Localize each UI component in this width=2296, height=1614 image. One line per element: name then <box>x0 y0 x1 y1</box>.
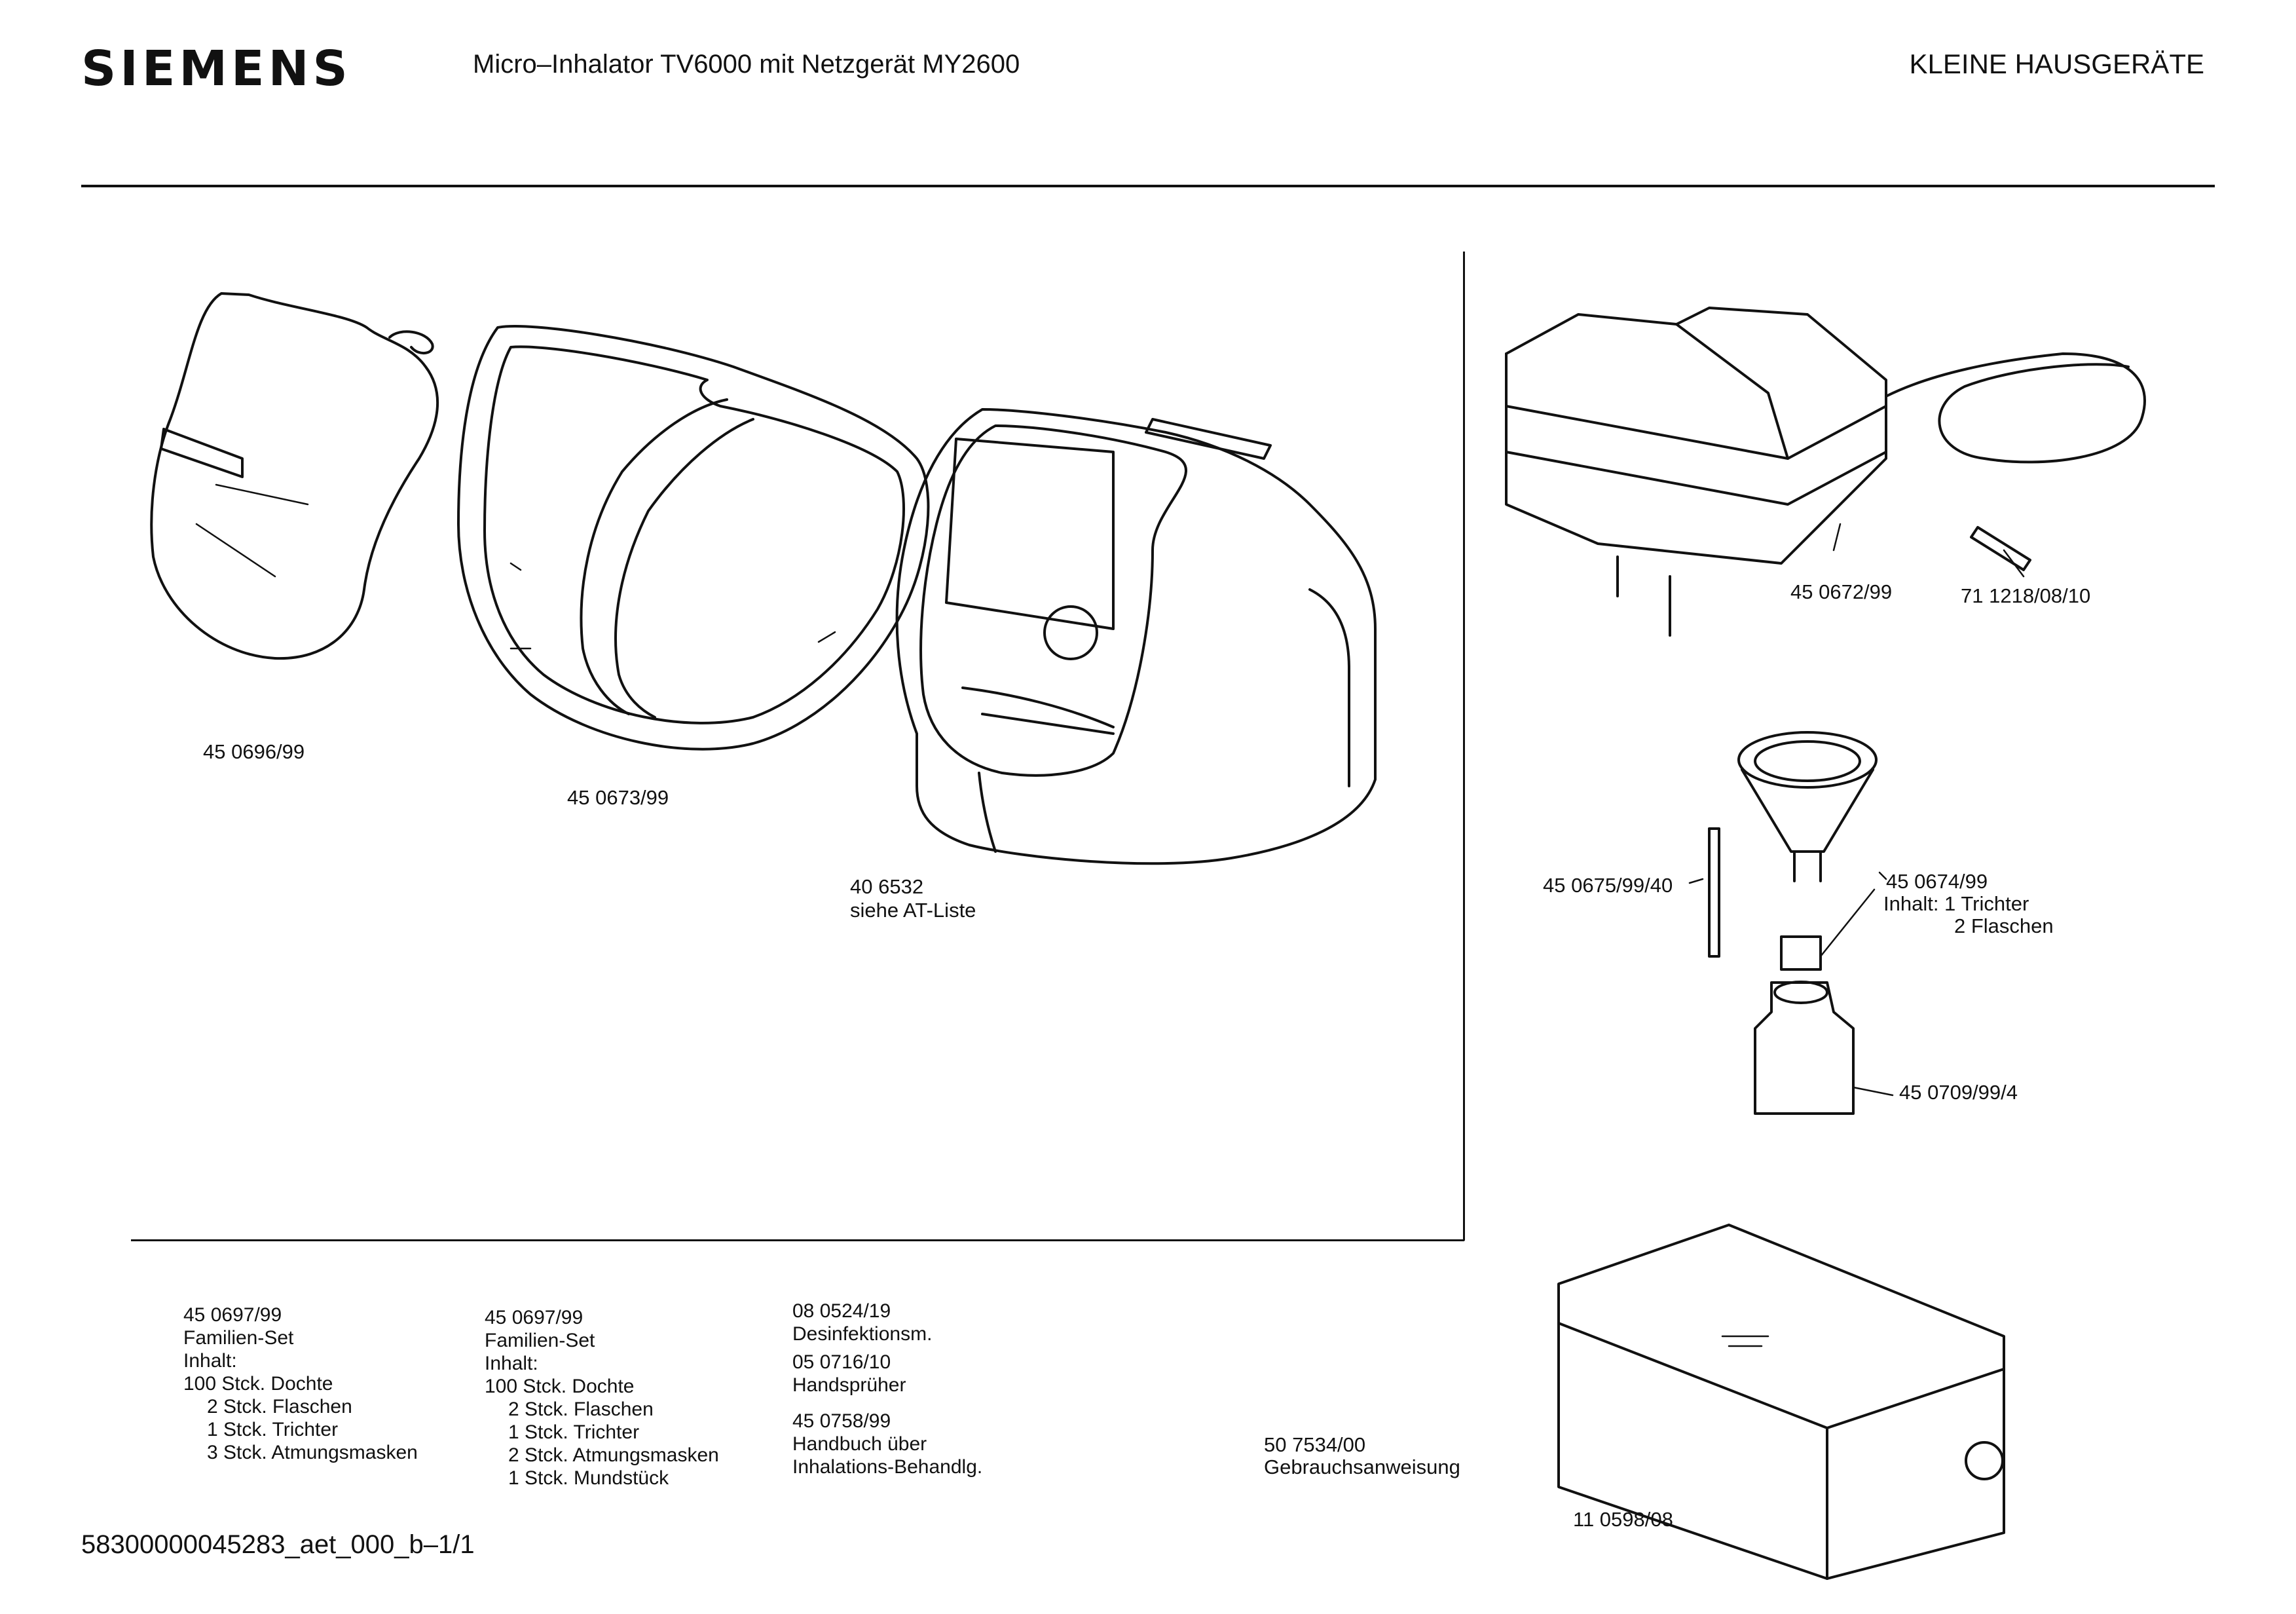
part-number-bottle: 45 0709/99/4 <box>1899 1081 2018 1104</box>
funnel-set-content-1: Inhalt: 1 Trichter <box>1883 892 2029 915</box>
part-number-case: 11 0598/08 <box>1573 1508 1673 1531</box>
list-item: 1 Stck. Trichter <box>207 1419 339 1440</box>
list-item: 45 0697/99 <box>183 1304 282 1326</box>
list-item: Handsprüher <box>792 1374 906 1396</box>
shell-drawing <box>457 325 930 751</box>
part-note-body: siehe AT-Liste <box>850 899 976 922</box>
list-item: Inhalations-Behandlg. <box>792 1456 983 1478</box>
part-number-fuse: 71 1218/08/10 <box>1961 584 2091 607</box>
list-item: 45 0697/99 <box>485 1307 583 1328</box>
document-title: Micro–Inhalator TV6000 mit Netzgerät MY2… <box>473 50 1020 79</box>
list-item: 05 0716/10 <box>792 1351 891 1373</box>
part-number-body: 40 6532 <box>850 875 924 898</box>
list-item: 08 0524/19 <box>792 1300 891 1322</box>
list-item: 45 0758/99 <box>792 1410 891 1432</box>
list-item: 1 Stck. Trichter <box>508 1421 640 1443</box>
case-drawing <box>1557 1224 2005 1580</box>
list-item: 100 Stck. Dochte <box>183 1373 333 1395</box>
mask-drawing <box>150 292 439 660</box>
family-set-list-a: 45 0697/99 Familien-Set Inhalt: 100 Stck… <box>183 1304 418 1464</box>
accessories-list: 08 0524/19 Desinfektionsm. 05 0716/10 Ha… <box>792 1300 982 1478</box>
vertical-divider <box>1463 252 1465 1241</box>
funnel-drawing <box>1688 731 1894 1115</box>
part-number-power-supply: 45 0672/99 <box>1790 580 1893 603</box>
document-id: 58300000045283_aet_000_b–1/1 <box>81 1530 475 1559</box>
list-item: Handbuch über <box>792 1433 927 1455</box>
header-divider <box>81 185 2215 187</box>
funnel-set-content-2: 2 Flaschen <box>1954 914 2054 937</box>
list-item <box>792 1397 982 1410</box>
list-item: 2 Stck. Flaschen <box>508 1398 654 1420</box>
part-number-funnel-set: 45 0674/99 <box>1886 870 1988 893</box>
list-item: Inhalt: <box>183 1350 237 1372</box>
part-number-shell: 45 0673/99 <box>567 786 669 809</box>
part-number-mask: 45 0696/99 <box>203 740 305 763</box>
brand-logo: SIEMENS <box>81 41 352 97</box>
list-item: Familien-Set <box>183 1327 294 1349</box>
section-divider <box>131 1239 1464 1241</box>
part-number-wick: 45 0675/99/40 <box>1543 874 1673 897</box>
body-drawing <box>895 408 1377 865</box>
list-item: Inhalt: <box>485 1353 538 1374</box>
list-item: 1 Stck. Mundstück <box>508 1467 669 1489</box>
part-label-manual: Gebrauchsanweisung <box>1264 1455 1460 1478</box>
list-item: Desinfektionsm. <box>792 1323 933 1345</box>
category-label: KLEINE HAUSGERÄTE <box>1909 48 2204 79</box>
power-supply-drawing <box>1505 307 2146 637</box>
list-item: 3 Stck. Atmungsmasken <box>207 1442 418 1463</box>
list-item: 2 Stck. Atmungsmasken <box>508 1444 719 1466</box>
list-item: Familien-Set <box>485 1330 595 1351</box>
family-set-list-b: 45 0697/99 Familien-Set Inhalt: 100 Stck… <box>485 1306 719 1490</box>
list-item: 100 Stck. Dochte <box>485 1376 635 1397</box>
list-item: 2 Stck. Flaschen <box>207 1396 352 1417</box>
fuse-drawing <box>1970 526 2031 578</box>
part-number-manual: 50 7534/00 <box>1264 1433 1366 1456</box>
